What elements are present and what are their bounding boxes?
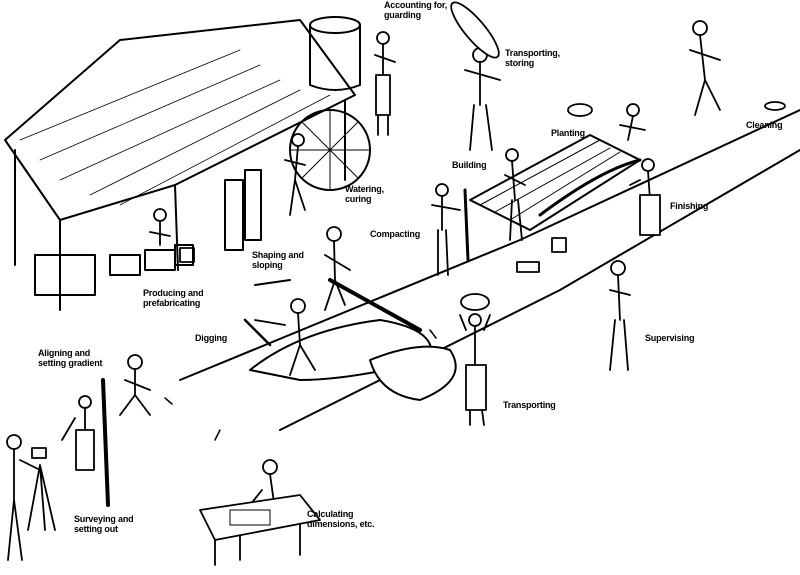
label-watering-curing: Watering,curing [345, 184, 384, 204]
label-line: setting gradient [38, 358, 103, 368]
label-line: Transporting, [505, 48, 560, 58]
label-line: Surveying and [74, 514, 134, 524]
label-compacting: Compacting [370, 229, 421, 239]
label-line: setting out [74, 524, 118, 534]
label-planting: Planting [551, 128, 585, 138]
label-building: Building [452, 160, 487, 170]
label-line: curing [345, 194, 372, 204]
label-digging: Digging [195, 333, 228, 343]
label-cleaning: Cleaning [746, 120, 783, 130]
label-line: Producing and [143, 288, 204, 298]
label-transporting: Transporting [503, 400, 556, 410]
label-line: Aligning and [38, 348, 91, 358]
workers-drawing [6, 1, 786, 566]
label-line: Accounting for, [384, 0, 447, 10]
label-transporting-storing: Transporting,storing [505, 48, 560, 68]
label-line: guarding [384, 10, 421, 20]
road-drawing [179, 109, 800, 431]
label-line: dimensions, etc. [307, 519, 375, 529]
label-line: Calculating [307, 509, 354, 519]
label-line: sloping [252, 260, 283, 270]
label-line: Watering, [345, 184, 384, 194]
shelter-drawing [4, 19, 356, 311]
label-finishing: Finishing [670, 201, 709, 211]
water-tank-drawing [289, 16, 371, 191]
label-line: Shaping and [252, 250, 304, 260]
label-line: storing [505, 58, 535, 68]
label-accounting-guarding: Accounting for,guarding [384, 0, 447, 20]
label-line: prefabricating [143, 298, 201, 308]
label-supervising: Supervising [645, 333, 695, 343]
